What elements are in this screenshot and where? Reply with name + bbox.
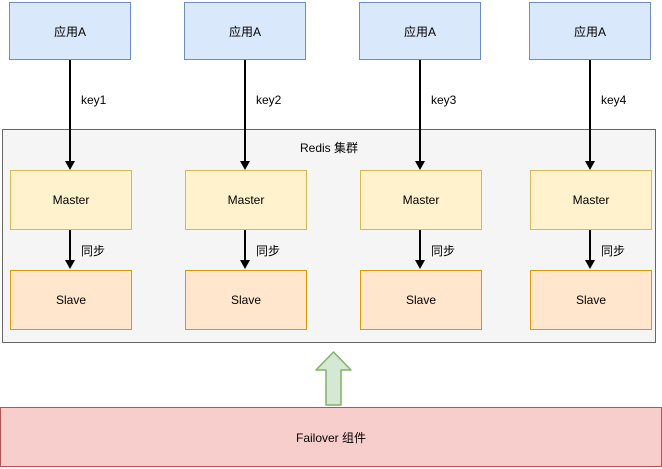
failover-up-arrow-icon xyxy=(315,351,352,406)
master-to-slave-arrow-1 xyxy=(69,230,71,261)
app-box-2-label: 应用A xyxy=(228,24,261,39)
key-label-1: key1 xyxy=(81,93,107,107)
app-box-2: 应用A xyxy=(184,2,306,60)
sync-label-1: 同步 xyxy=(81,244,106,258)
app-box-1-label: 应用A xyxy=(53,24,86,39)
failover-box: Failover 组件 xyxy=(0,407,662,467)
slave-box-3: Slave xyxy=(360,270,482,330)
key-label-3: key3 xyxy=(431,93,457,107)
key-label-2: key2 xyxy=(256,93,282,107)
failover-box-label: Failover 组件 xyxy=(295,430,366,445)
app-to-master-arrowhead-2 xyxy=(240,161,250,170)
master-to-slave-arrowhead-4 xyxy=(585,260,595,269)
master-to-slave-arrow-4 xyxy=(589,230,591,261)
app-to-master-arrow-1 xyxy=(69,60,71,162)
master-box-3-label: Master xyxy=(402,193,440,207)
slave-box-3-label: Slave xyxy=(405,293,437,307)
app-box-4: 应用A xyxy=(529,2,651,60)
master-to-slave-arrowhead-3 xyxy=(415,260,425,269)
master-box-1-label: Master xyxy=(52,193,90,207)
redis-cluster-title: Redis 集群 xyxy=(299,141,358,155)
key-label-4: key4 xyxy=(601,93,627,107)
app-to-master-arrowhead-4 xyxy=(585,161,595,170)
master-to-slave-arrow-2 xyxy=(244,230,246,261)
app-to-master-arrow-2 xyxy=(244,60,246,162)
slave-box-2-label: Slave xyxy=(230,293,262,307)
app-to-master-arrow-3 xyxy=(419,60,421,162)
sync-label-3: 同步 xyxy=(431,244,456,258)
master-to-slave-arrowhead-2 xyxy=(240,260,250,269)
master-box-3: Master xyxy=(360,170,482,230)
app-to-master-arrowhead-3 xyxy=(415,161,425,170)
master-box-4-label: Master xyxy=(572,193,610,207)
app-box-3: 应用A xyxy=(359,2,481,60)
slave-box-2: Slave xyxy=(185,270,307,330)
app-box-4-label: 应用A xyxy=(573,24,606,39)
app-box-3-label: 应用A xyxy=(403,24,436,39)
sync-label-4: 同步 xyxy=(601,244,626,258)
slave-box-1: Slave xyxy=(10,270,132,330)
app-to-master-arrow-4 xyxy=(589,60,591,162)
app-box-1: 应用A xyxy=(9,2,131,60)
slave-box-1-label: Slave xyxy=(55,293,87,307)
master-box-1: Master xyxy=(10,170,132,230)
master-box-2: Master xyxy=(185,170,307,230)
app-to-master-arrowhead-1 xyxy=(65,161,75,170)
master-to-slave-arrowhead-1 xyxy=(65,260,75,269)
sync-label-2: 同步 xyxy=(256,244,281,258)
master-box-4: Master xyxy=(530,170,652,230)
master-box-2-label: Master xyxy=(227,193,265,207)
slave-box-4-label: Slave xyxy=(575,293,607,307)
master-to-slave-arrow-3 xyxy=(419,230,421,261)
slave-box-4: Slave xyxy=(530,270,652,330)
